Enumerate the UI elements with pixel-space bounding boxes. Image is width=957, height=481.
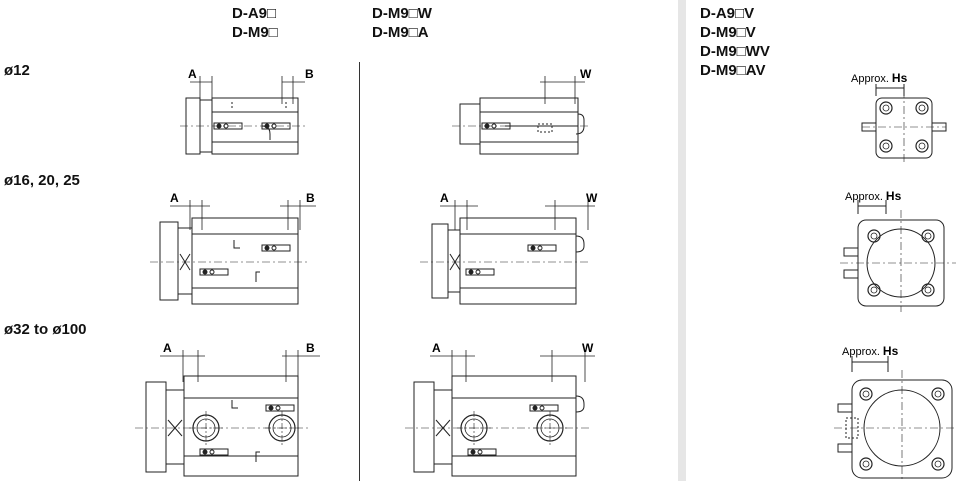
- approx-hs-label-row2: Approx.Hs: [845, 189, 902, 203]
- header-col3-line1: D-A9□V: [700, 5, 755, 22]
- end-view-row3: [834, 356, 956, 480]
- header-col1-line1: D-A9□: [232, 5, 277, 22]
- cylinder-drawing-row3-col2: [405, 375, 590, 477]
- header-col1: D-A9□ D-M9□: [232, 4, 278, 42]
- dim-label-b-row3: B: [306, 341, 315, 355]
- size-label-row1: ø12: [4, 62, 30, 79]
- dim-label-a-row1: A: [188, 67, 197, 81]
- cylinder-drawing-row1-col1: [180, 97, 305, 155]
- cylinder-drawing-row3-col1: [135, 375, 310, 477]
- header-col3-line3: D-M9□WV: [700, 43, 770, 60]
- dim-label-b-row1: B: [305, 67, 314, 81]
- dimension-markers: [160, 76, 595, 382]
- section-separator-band: [678, 0, 686, 481]
- dim-label-a-row3-col2: A: [432, 341, 441, 355]
- header-col3: D-A9□V D-M9□V D-M9□WV D-M9□AV: [700, 4, 770, 80]
- approx-hs-label-row1: Approx.Hs: [851, 71, 908, 85]
- dim-label-w-row3: W: [582, 341, 594, 355]
- approx-hs-label-row3: Approx.Hs: [842, 344, 899, 358]
- dim-label-a-row2-col2: A: [440, 191, 449, 205]
- dim-label-a-row3: A: [163, 341, 172, 355]
- cylinder-drawing-row2-col1: [150, 217, 310, 305]
- end-view-row2: [840, 200, 956, 312]
- size-label-row2: ø16, 20, 25: [4, 172, 80, 189]
- dim-label-b-row2: B: [306, 191, 315, 205]
- header-col2: D-M9□W D-M9□A: [372, 4, 432, 42]
- header-col1-line2: D-M9□: [232, 24, 278, 41]
- dim-label-a-row2: A: [170, 191, 179, 205]
- header-col2-line2: D-M9□A: [372, 24, 429, 41]
- cylinder-drawing-row1-col2: [452, 97, 590, 155]
- header-col3-line4: D-M9□AV: [700, 62, 766, 79]
- dim-label-w-row1: W: [580, 67, 592, 81]
- header-col3-line2: D-M9□V: [700, 24, 756, 41]
- column-divider: [359, 62, 360, 481]
- size-label-row3: ø32 to ø100: [4, 321, 87, 338]
- header-col2-line1: D-M9□W: [372, 5, 432, 22]
- end-view-row1: [861, 84, 947, 164]
- cylinder-drawing-row2-col2: [420, 217, 590, 305]
- dim-label-w-row2: W: [586, 191, 598, 205]
